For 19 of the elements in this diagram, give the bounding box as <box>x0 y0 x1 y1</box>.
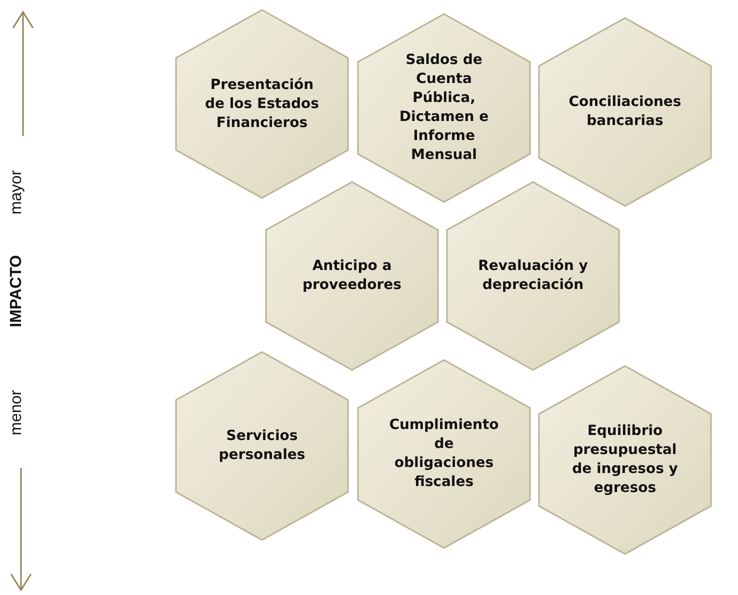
hexagon-tile <box>356 358 532 550</box>
tile-label: Revaluación y depreciación <box>477 257 589 295</box>
hexagon-tile <box>174 8 350 200</box>
axis-label: mayor <box>8 170 26 214</box>
tile-label: Presentación de los Estados Financieros <box>204 76 320 132</box>
tile-label: Saldos de Cuenta Pública, Dictamen e Informe Mensual <box>398 51 490 165</box>
axis-label: menor <box>8 390 26 436</box>
hexagon-tile <box>174 350 350 542</box>
tile-label: Servicios personales <box>218 427 306 465</box>
tile-label: Cumplimiento de obligaciones fiscales <box>388 416 500 492</box>
hexagon-tile <box>537 16 713 208</box>
tile-label: Anticipo a proveedores <box>301 257 403 295</box>
hexagon-tile <box>356 12 532 204</box>
hexagon-tile <box>445 180 621 372</box>
hexagon-tile <box>264 180 440 372</box>
tile-label: Equilibrio presupuestal de ingresos y egresos <box>571 422 679 498</box>
tile-label: Conciliaciones bancarias <box>568 93 682 131</box>
hexagon-tile <box>537 364 713 556</box>
axis-label: IMPACTO <box>8 255 26 328</box>
